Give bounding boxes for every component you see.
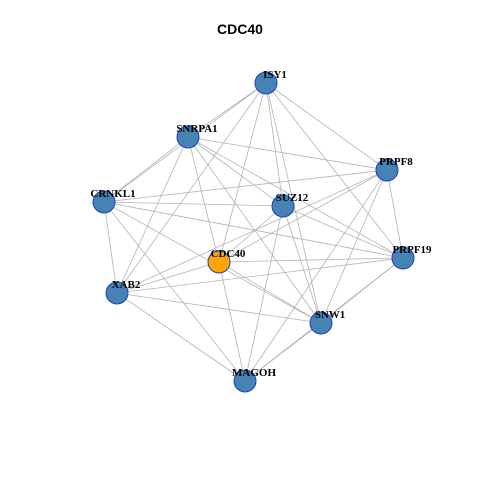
edge-suz12-prpf19 (282, 205, 404, 259)
edge-isy1-cdc40 (218, 82, 267, 263)
edge-snw1-magoh (244, 322, 322, 382)
edge-cdc40-snw1 (218, 261, 322, 324)
node-layer (92, 71, 415, 393)
node-xab2[interactable] (105, 281, 129, 305)
edge-xab2-magoh (116, 292, 246, 382)
edge-snrpa1-prpf8 (187, 136, 388, 171)
edge-snrpa1-cdc40 (187, 136, 220, 263)
edge-crnkl1-xab2 (103, 201, 118, 294)
node-label-snw1: SNW1 (315, 309, 346, 321)
node-label-prpf8: PRPF8 (379, 156, 413, 168)
edge-snrpa1-suz12 (187, 136, 284, 207)
edge-crnkl1-prpf19 (103, 201, 404, 259)
edge-cdc40-xab2 (116, 261, 220, 294)
edge-prpf8-snw1 (320, 169, 388, 324)
node-isy1[interactable] (254, 71, 278, 95)
edge-cdc40-magoh (218, 261, 246, 382)
graph-title: CDC40 (217, 21, 263, 37)
node-label-snrpa1: SNRPA1 (176, 123, 217, 135)
node-suz12[interactable] (271, 194, 295, 218)
node-cdc40[interactable] (207, 250, 231, 274)
edge-cdc40-prpf19 (218, 257, 404, 263)
edge-isy1-prpf19 (265, 82, 404, 259)
edge-xab2-snw1 (116, 292, 322, 324)
edge-prpf8-magoh (244, 169, 388, 382)
edge-layer (103, 82, 404, 382)
node-magoh[interactable] (233, 369, 257, 393)
edge-prpf8-prpf19 (386, 169, 404, 259)
edge-isy1-xab2 (116, 82, 267, 294)
edge-snrpa1-crnkl1 (103, 136, 189, 203)
node-prpf8[interactable] (375, 158, 399, 182)
edge-xab2-prpf19 (116, 257, 404, 294)
node-label-crnkl1: CRNKL1 (90, 188, 135, 200)
node-label-suz12: SUZ12 (276, 192, 309, 204)
node-label-magoh: MAGOH (232, 367, 276, 379)
edge-isy1-prpf8 (265, 82, 388, 171)
node-label-xab2: XAB2 (112, 279, 141, 291)
node-snrpa1[interactable] (176, 125, 200, 149)
edge-suz12-cdc40 (218, 205, 284, 263)
node-prpf19[interactable] (391, 246, 415, 270)
edge-prpf8-xab2 (116, 169, 388, 294)
node-crnkl1[interactable] (92, 190, 116, 214)
edge-prpf8-cdc40 (218, 169, 388, 263)
edge-isy1-suz12 (265, 82, 284, 207)
edge-prpf8-crnkl1 (103, 169, 388, 203)
edge-isy1-snrpa1 (187, 82, 267, 138)
node-snw1[interactable] (309, 311, 333, 335)
node-label-isy1: ISY1 (263, 69, 287, 81)
edge-snrpa1-xab2 (116, 136, 189, 294)
edge-suz12-snw1 (282, 205, 322, 324)
edge-snrpa1-prpf19 (187, 136, 404, 259)
edge-suz12-magoh (244, 205, 284, 382)
node-label-prpf19: PRPF19 (392, 244, 432, 256)
edge-crnkl1-suz12 (103, 201, 284, 207)
edge-crnkl1-magoh (103, 201, 246, 382)
node-label-cdc40: CDC40 (211, 248, 246, 260)
